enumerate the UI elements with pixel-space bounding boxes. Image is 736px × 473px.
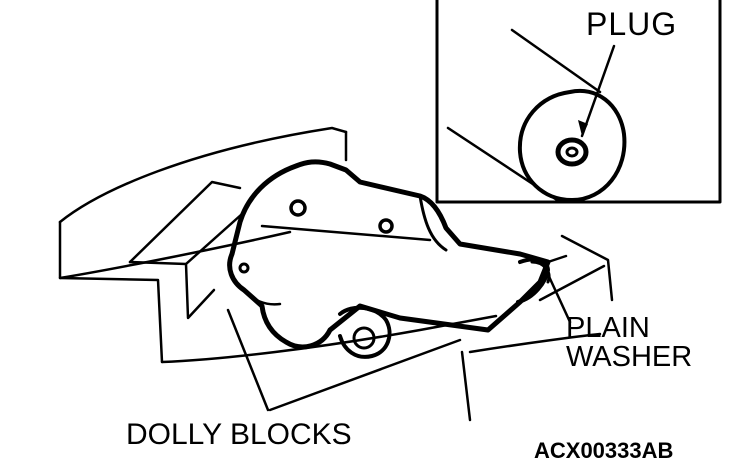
housing-part <box>227 159 568 359</box>
dolly-blocks-label: DOLLY BLOCKS <box>126 418 352 451</box>
dolly-base <box>58 126 614 422</box>
leader-lines <box>226 268 572 412</box>
dolly-leader-right <box>268 338 462 412</box>
plug-label: PLUG <box>586 6 678 42</box>
plug-inset <box>435 0 722 204</box>
plug-part <box>555 137 589 167</box>
dolly-leader-left <box>226 308 270 412</box>
plain-washer-label: PLAIN WASHER <box>566 314 692 372</box>
figure-code: ACX00333AB <box>534 438 674 463</box>
washer-leader <box>544 268 572 324</box>
plain-washer-label-line1: PLAIN <box>566 312 650 344</box>
plain-washer-label-line2: WASHER <box>566 341 693 373</box>
